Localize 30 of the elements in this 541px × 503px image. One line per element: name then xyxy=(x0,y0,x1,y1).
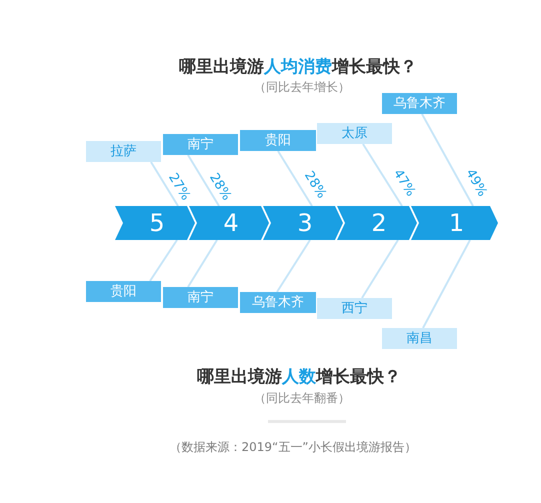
leader-line xyxy=(276,239,311,293)
heading: 哪里出境游人数增长最快？ xyxy=(197,368,401,388)
leader-line xyxy=(361,239,399,299)
city-box: 南宁 xyxy=(163,134,238,155)
subtitle: （同比去年翻番） xyxy=(254,392,350,406)
leader-line xyxy=(149,239,178,282)
title: 哪里出境游人均消费增长最快？ xyxy=(179,58,417,78)
leader-line xyxy=(187,154,220,207)
rank-segment: 5 xyxy=(115,206,195,240)
city-box: 南宁 xyxy=(163,287,238,308)
city-box: 贵阳 xyxy=(86,281,161,302)
subtitle: （同比去年增长） xyxy=(254,81,350,95)
source-note: （数据来源：2019“五一”小长假出境游报告） xyxy=(170,441,416,455)
rank-segment: 4 xyxy=(189,206,269,240)
leader-line xyxy=(150,161,179,207)
city-box: 乌鲁木齐 xyxy=(382,93,457,114)
city-box: 西宁 xyxy=(317,298,392,319)
leader-line xyxy=(422,240,471,328)
city-box: 南昌 xyxy=(382,328,457,349)
city-box: 拉萨 xyxy=(86,141,161,162)
leader-line xyxy=(277,150,313,207)
rank-segment: 2 xyxy=(337,206,417,240)
leader-line xyxy=(421,114,474,206)
rank-segment: 3 xyxy=(263,206,343,240)
rank-segment: 1 xyxy=(411,206,498,240)
city-box: 乌鲁木齐 xyxy=(240,292,316,313)
city-box: 太原 xyxy=(317,123,392,144)
leader-line xyxy=(362,143,403,207)
city-box: 贵阳 xyxy=(240,130,316,151)
leader-line xyxy=(187,239,218,288)
